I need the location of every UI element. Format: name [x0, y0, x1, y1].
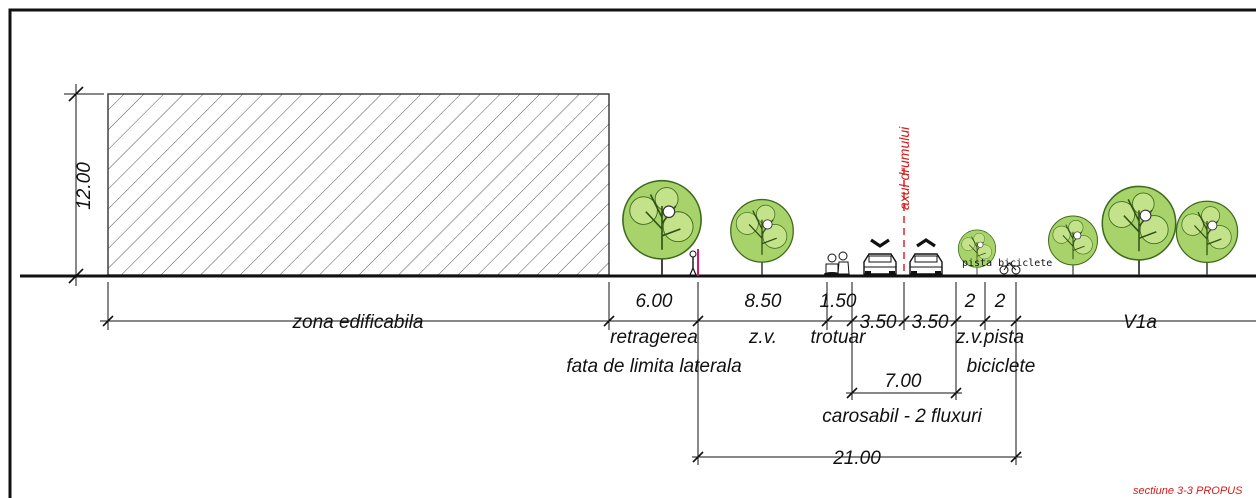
zv-small-dim: 2	[964, 291, 976, 312]
car-icon	[863, 253, 897, 276]
direction-chevron-down-icon	[870, 238, 890, 248]
trotuar-dim: 1.50	[820, 291, 857, 312]
dimension-row-total	[692, 451, 1022, 463]
pista-sublabel: biciclete	[967, 356, 1036, 377]
height-dim-label: 12.00	[74, 162, 95, 210]
direction-chevron-up-icon	[916, 238, 936, 248]
tree-icon	[1175, 200, 1239, 276]
bicycle-sign-icon	[999, 262, 1021, 275]
section-title: sectiune 3-3 PROPUS	[1133, 485, 1243, 497]
trotuar-label: trotuar	[811, 327, 867, 348]
buildable-zone-block	[107, 93, 610, 276]
retragere-dim: 6.00	[636, 291, 673, 312]
v1a-label: V1a	[1123, 312, 1157, 333]
dimension-extension-lines	[107, 282, 1017, 465]
cyclist-icon	[824, 251, 850, 276]
tree-icon	[1101, 185, 1177, 276]
car-icon	[909, 253, 943, 276]
zv-label: z.v.	[748, 327, 777, 348]
drawing-frame	[8, 8, 1256, 498]
bike-path-sign-text: pista biciclete	[962, 258, 1052, 269]
zv-small-label: z.v.	[955, 327, 984, 348]
zone-label: zona edificabila	[292, 312, 424, 333]
pista-label: pista	[983, 327, 1024, 348]
lane-right-dim: 3.50	[912, 312, 949, 333]
road-axis-label: axul drumului	[896, 126, 912, 210]
tree-icon	[1047, 215, 1099, 276]
carosabil-dim: 7.00	[885, 371, 922, 392]
dimension-row-main	[100, 315, 1256, 327]
lane-left-dim: 3.50	[860, 312, 897, 333]
carosabil-label: carosabil - 2 fluxuri	[822, 406, 982, 427]
pedestrian-icon	[689, 249, 699, 276]
dimension-row-carosabil	[846, 387, 962, 399]
pista-dim: 2	[994, 291, 1006, 312]
height-dimension	[64, 84, 104, 286]
zv-dim: 8.50	[745, 291, 782, 312]
tree-icon	[729, 198, 795, 276]
tree-icon	[621, 179, 703, 276]
total-dim: 21.00	[832, 448, 881, 469]
retragere-sublabel: fata de limita laterala	[566, 356, 741, 377]
retragere-label: retragerea	[610, 327, 698, 348]
